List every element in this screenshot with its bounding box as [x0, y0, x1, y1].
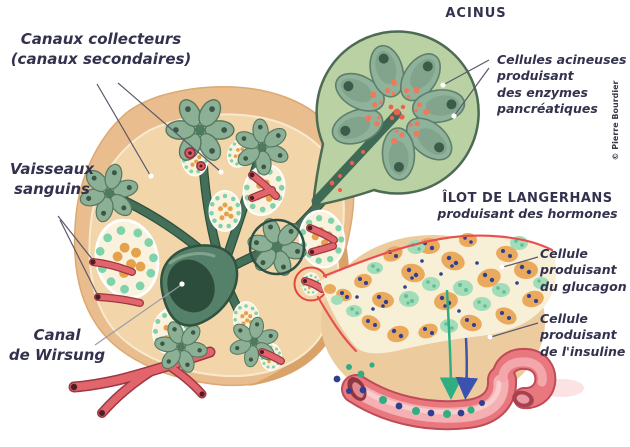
- subtitle-islet-hormones: produisant des hormones: [437, 206, 618, 221]
- insulin-arrow: [439, 289, 463, 400]
- label-glucagon-cell: Cellule produisant du glucagon: [540, 246, 627, 294]
- acinus-inset: [311, 30, 480, 208]
- title-acinus: ACINUS: [445, 6, 507, 21]
- glucagon-granules: [340, 236, 538, 339]
- title-islet-langerhans: ÎLOT DE LANGERHANS: [442, 191, 613, 206]
- label-blood-vessels: Vaisseaux sanguins: [9, 160, 95, 198]
- label-insulin-cell: Cellule produisant de l'insuline: [540, 311, 626, 359]
- label-wirsung-duct: Canal de Wirsung: [8, 326, 106, 364]
- acinus-inset-duct: [311, 109, 402, 206]
- acinus-highlight-circle: [248, 218, 306, 276]
- pointer-lines: [57, 59, 539, 346]
- islet-inset-rim: [316, 234, 554, 353]
- hormone-dots: [333, 362, 485, 418]
- islet-inset: [316, 233, 584, 431]
- acinus-inset-secretions: [329, 104, 406, 192]
- islet-blood-vessels: [89, 147, 338, 365]
- wirsung-funnel: [160, 244, 239, 327]
- beta-cells: [331, 236, 549, 333]
- insulin-granules: [350, 239, 545, 330]
- label-acinar-cells: Cellules acineuses produisant des enzyme…: [497, 52, 627, 116]
- label-collecting-ducts: Canaux collecteurs (canaux secondaires): [10, 30, 192, 68]
- artist-credit: © Pierre Bourdier: [611, 80, 620, 161]
- acinus-inset-cells: [331, 44, 466, 181]
- glucagon-arrow: [455, 337, 479, 400]
- pointer-dots: [148, 82, 505, 340]
